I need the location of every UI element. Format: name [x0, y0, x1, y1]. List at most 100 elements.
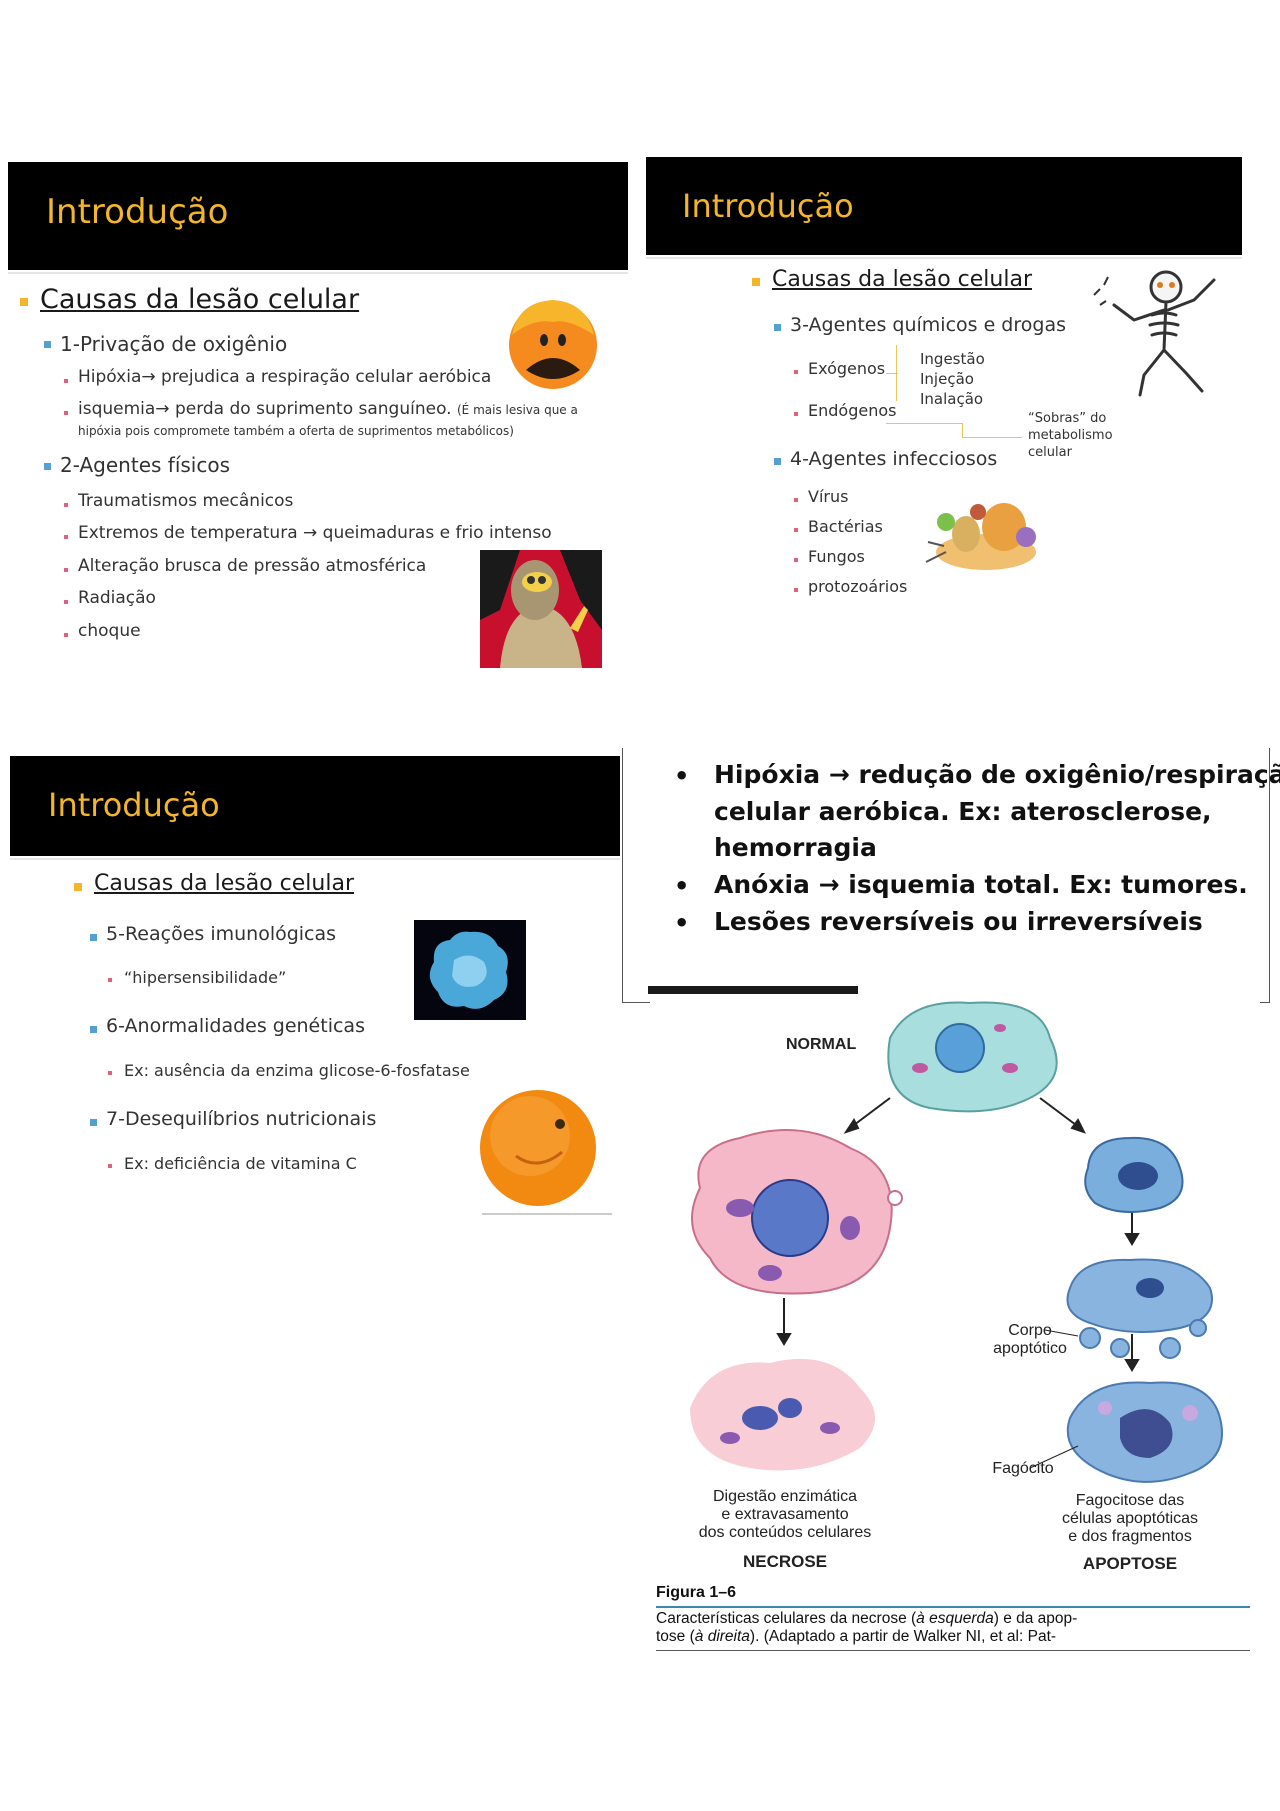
bullet-icon — [794, 498, 798, 502]
caption-text: ) e da apop- — [993, 1610, 1078, 1627]
infectious-sub: Vírus — [808, 487, 849, 506]
notes-line-2: celular aeróbica. Ex: aterosclerose, — [714, 797, 1212, 826]
slide-2-heading: Causas da lesão celular — [772, 267, 1032, 292]
caption-text: à direita — [694, 1628, 750, 1645]
figure: NORMAL Corpo apoptótico Fagócito Digestã… — [650, 998, 1260, 1658]
bullet-icon — [20, 298, 28, 306]
sobras-line: metabolismo — [1028, 428, 1113, 443]
bullet-icon — [74, 883, 82, 891]
bullet-icon — [44, 341, 51, 348]
necrosis-icon — [690, 1358, 875, 1471]
label-apoptotico: apoptótico — [993, 1340, 1067, 1357]
caption-text: Características celulares da necrose ( — [656, 1610, 917, 1627]
label-corpo: Corpo — [1008, 1322, 1052, 1339]
bullet-icon — [90, 934, 97, 941]
isquemia-main: isquemia→ perda do suprimento sanguíneo. — [78, 399, 452, 419]
slide-3-heading: Causas da lesão celular — [94, 871, 354, 896]
bullet-icon — [108, 1071, 112, 1075]
immune-sub: “hipersensibilidade” — [124, 968, 287, 987]
figure-caption-2: tose (à direita). (Adaptado a partir de … — [656, 1628, 1056, 1646]
item-genetic: 6-Anormalidades genéticas — [106, 1015, 365, 1037]
slide-1-header — [8, 162, 628, 270]
route-injecao: Injeção — [920, 370, 974, 388]
apoptose-desc: células apoptóticas — [1061, 1510, 1199, 1527]
notes-line-4: Anóxia → isquemia total. Ex: tumores. — [714, 870, 1248, 899]
route-inalacao: Inalação — [920, 390, 984, 408]
bullet-icon — [794, 412, 798, 416]
connector-line — [896, 345, 897, 401]
isquemia-note: (É mais lesiva que a — [456, 403, 578, 417]
bullet-icon — [64, 600, 68, 604]
notes-text: redução de oxigênio/respiração — [849, 760, 1280, 789]
bullet-icon — [44, 463, 51, 470]
necrose-desc: e extravasamento — [721, 1506, 849, 1523]
divider — [10, 858, 620, 860]
bullet-icon — [752, 278, 760, 286]
notes-bullet: • — [674, 909, 690, 937]
bullet-icon — [794, 528, 798, 532]
figure-label: Figura 1–6 — [656, 1584, 737, 1601]
notes-text: Hipóxia — [714, 760, 829, 789]
connector-line — [886, 373, 898, 374]
caption-text: à esquerda — [916, 1610, 994, 1627]
notes-box: • Hipóxia → redução de oxigênio/respiraç… — [622, 748, 1280, 1003]
bullet-icon — [64, 411, 68, 415]
bullet-icon — [64, 568, 68, 572]
sobras-line: celular — [1028, 445, 1072, 460]
connector-line — [962, 437, 1022, 438]
microbes-image — [925, 503, 1036, 570]
caption-bottom-rule — [656, 1650, 1250, 1651]
slide-1-title: Introdução — [46, 192, 229, 232]
apoptose-desc: Fagocitose das — [1075, 1492, 1185, 1509]
bullet-icon — [794, 370, 798, 374]
arrow-icon: → — [828, 760, 850, 789]
skeleton-image — [1093, 270, 1216, 397]
apoptotic-body-icon — [1044, 1258, 1213, 1359]
divider — [8, 272, 628, 274]
exogenos-label: Exógenos — [808, 359, 886, 378]
slide-2-header — [646, 157, 1242, 255]
item-hipoxia: Hipóxia→ prejudica a respiração celular … — [78, 367, 492, 387]
divider — [646, 257, 1242, 259]
infectious-sub: protozoários — [808, 577, 908, 596]
caption-text: ). (Adaptado a partir de Walker NI, et a… — [749, 1628, 1057, 1645]
bullet-icon — [64, 633, 68, 637]
connector-line — [962, 423, 963, 437]
notes-bullet: • — [674, 872, 690, 900]
label-fagocito: Fagócito — [992, 1460, 1054, 1477]
label-necrose: NECROSE — [742, 1552, 828, 1571]
figure-caption-1: Características celulares da necrose (à … — [656, 1610, 1077, 1628]
slide-3-header — [10, 756, 620, 856]
bullet-icon — [90, 1119, 97, 1126]
item-physical: 2-Agentes físicos — [60, 453, 231, 477]
isquemia-note-2: hipóxia pois compromete também a oferta … — [78, 424, 514, 438]
bullet-icon — [64, 535, 68, 539]
physical-sub: Extremos de temperatura → queimaduras e … — [78, 523, 552, 543]
bullet-icon — [794, 558, 798, 562]
item-infectious: 4-Agentes infecciosos — [790, 448, 998, 470]
necrose-desc: Digestão enzimática — [712, 1488, 858, 1505]
item-nutrition: 7-Desequilíbrios nutricionais — [106, 1108, 377, 1130]
normal-cell-icon — [887, 1001, 1058, 1113]
physical-sub: Radiação — [78, 588, 156, 608]
item-chemical: 3-Agentes químicos e drogas — [790, 314, 1066, 336]
bullet-icon — [774, 324, 781, 331]
apoptose-desc: e dos fragmentos — [1068, 1528, 1192, 1545]
bullet-icon — [90, 1026, 97, 1033]
bullet-icon — [64, 379, 68, 383]
cartoon-face-image — [498, 290, 608, 400]
item-oxygen: 1-Privação de oxigênio — [60, 332, 288, 356]
genetic-sub: Ex: ausência da enzima glicose-6-fosfata… — [124, 1061, 470, 1080]
caption-rule — [656, 1606, 1250, 1608]
orange-image — [480, 1090, 612, 1215]
connector-line — [886, 423, 962, 424]
label-normal: NORMAL — [786, 1036, 857, 1053]
label-apoptose: APOPTOSE — [1082, 1554, 1178, 1573]
bullet-icon — [774, 458, 781, 465]
immune-cell-image — [414, 920, 526, 1020]
cartoon-gasmask-image — [480, 550, 602, 668]
slide-1-heading: Causas da lesão celular — [40, 284, 360, 315]
notes-bullet: • — [674, 762, 690, 790]
endogenos-label: Endógenos — [808, 401, 897, 420]
route-ingestao: Ingestão — [920, 350, 985, 368]
